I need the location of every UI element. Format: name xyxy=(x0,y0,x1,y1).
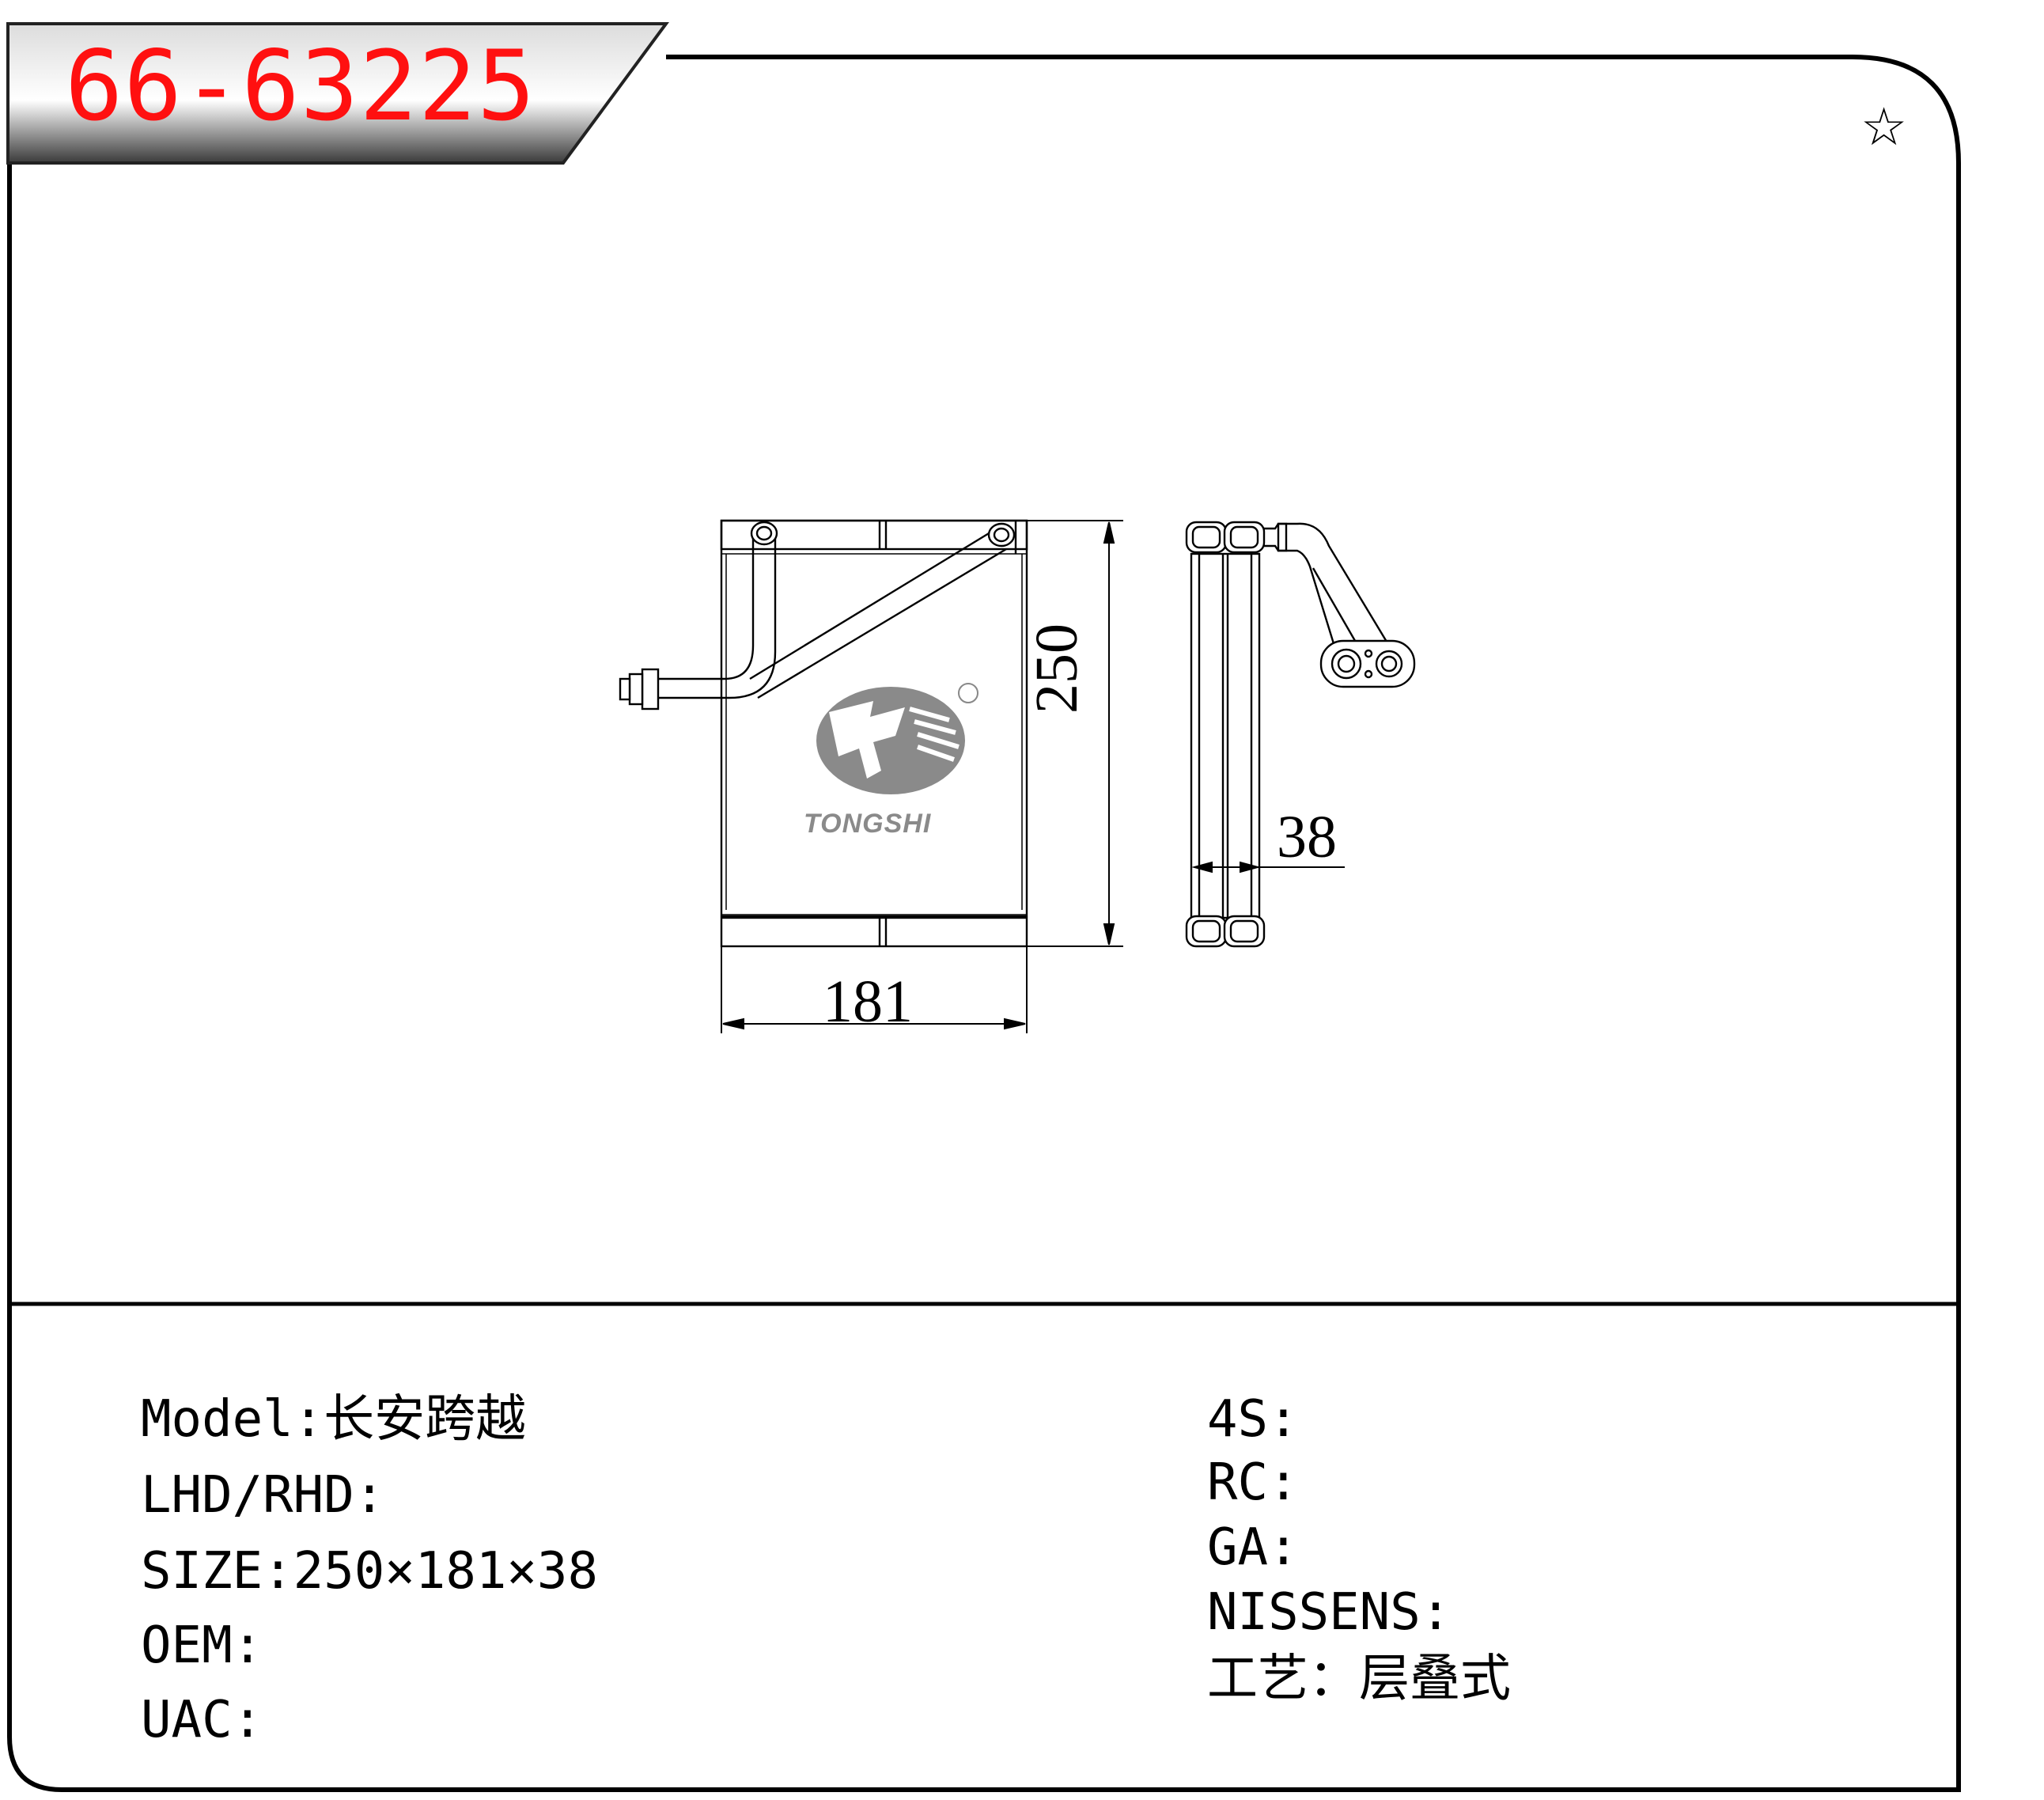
frame-border xyxy=(7,55,1961,1792)
registered-mark-icon xyxy=(958,683,978,703)
star-outline-icon: ☆ xyxy=(1860,97,1908,157)
brand-logo-text: TONGSHI xyxy=(804,809,932,839)
spec-size-value: 250×181×38 xyxy=(293,1542,598,1601)
title-tab xyxy=(6,22,669,165)
spec-nissens: NISSENS: xyxy=(1207,1583,1452,1642)
spec-process: 工艺：层叠式 xyxy=(1207,1650,1511,1708)
spec-model-value: 长安跨越 xyxy=(324,1390,527,1449)
spec-ga: GA: xyxy=(1207,1518,1299,1577)
dimension-height-label: 250 xyxy=(1024,623,1090,714)
spec-process-value: 层叠式 xyxy=(1359,1650,1511,1708)
spec-4s: 4S: xyxy=(1207,1390,1299,1449)
spec-oem: OEM: xyxy=(141,1616,263,1675)
side-core xyxy=(1190,552,1261,919)
front-top-header xyxy=(720,519,1028,551)
front-bottom-header xyxy=(720,916,1028,948)
spec-uac: UAC: xyxy=(141,1691,263,1749)
side-flange xyxy=(1319,639,1416,688)
part-number-title: 66-63225 xyxy=(65,30,536,142)
spec-model: Model:长安跨越 xyxy=(141,1390,527,1449)
dimension-depth-label: 38 xyxy=(1277,804,1337,870)
tongshi-logo xyxy=(816,687,965,794)
spec-rc: RC: xyxy=(1207,1453,1299,1512)
spec-size: SIZE:250×181×38 xyxy=(141,1542,598,1601)
dimension-width-label: 181 xyxy=(823,968,913,1035)
spec-lhd-rhd: LHD/RHD: xyxy=(141,1466,385,1525)
evaporator-drawing xyxy=(619,519,1416,1033)
